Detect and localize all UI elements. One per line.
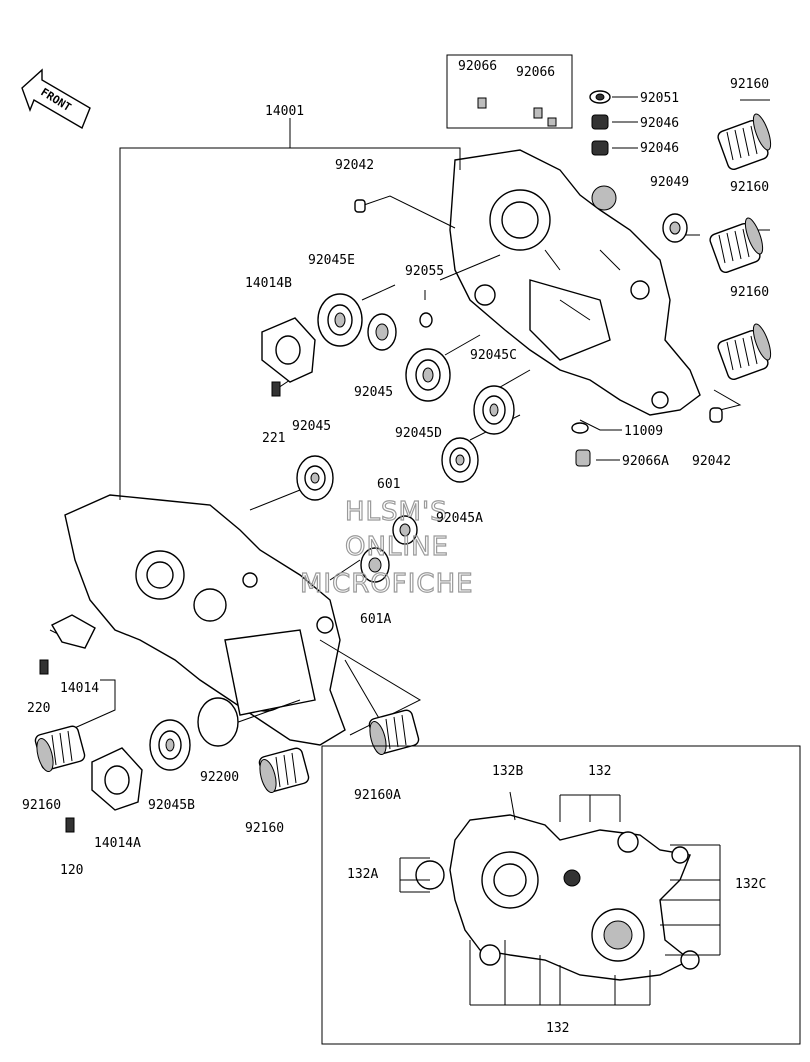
bolt-layout-inset — [321, 745, 801, 1045]
label-92066-a: 92066 — [458, 59, 497, 74]
label-92160-c: 92160 — [730, 285, 769, 300]
label-14014B: 14014B — [245, 276, 292, 291]
ball-bearings — [149, 293, 515, 771]
needle-bearing — [717, 323, 772, 380]
label-132A: 132A — [347, 867, 378, 882]
needle-bearings-left — [34, 709, 420, 794]
watermark-line-2: ONLINE — [345, 532, 449, 562]
label-220: 220 — [27, 701, 50, 716]
needle-bearings-right — [709, 113, 772, 380]
part-labels: 14001 92066 92066 92051 92046 92046 9216… — [22, 59, 769, 1036]
label-601A: 601A — [360, 612, 391, 627]
needle-bearing — [717, 113, 772, 170]
label-132-bottom: 132 — [546, 1021, 569, 1036]
watermark: HLSM'S ONLINE MICROFICHE — [299, 496, 474, 599]
label-92160-b: 92160 — [730, 180, 769, 195]
label-132C: 132C — [735, 877, 766, 892]
label-14014: 14014 — [60, 681, 99, 696]
label-92045-a: 92045 — [354, 385, 393, 400]
label-92160-a: 92160 — [730, 77, 769, 92]
label-92045B: 92045B — [148, 798, 195, 813]
lower-crankcase-half — [64, 494, 346, 746]
upper-crankcase-half — [449, 149, 701, 416]
label-92045-b: 92045 — [292, 419, 331, 434]
dowel-pins — [354, 97, 723, 423]
label-14001: 14001 — [265, 104, 304, 119]
label-92160-d: 92160 — [22, 798, 61, 813]
label-92046-b: 92046 — [640, 141, 679, 156]
label-92200: 92200 — [200, 770, 239, 785]
label-92066A: 92066A — [622, 454, 669, 469]
label-601: 601 — [377, 477, 400, 492]
bearing-plates — [39, 317, 316, 833]
label-14014A: 14014A — [94, 836, 141, 851]
label-92055: 92055 — [405, 264, 444, 279]
watermark-line-1: HLSM'S — [345, 497, 448, 527]
label-92046-a: 92046 — [640, 116, 679, 131]
label-92042-b: 92042 — [692, 454, 731, 469]
needle-bearing — [709, 217, 764, 273]
label-92160-e: 92160 — [245, 821, 284, 836]
o-ring — [197, 697, 239, 747]
label-221: 221 — [262, 431, 285, 446]
label-92045E: 92045E — [308, 253, 355, 268]
front-arrow-icon: FRONT — [21, 68, 91, 130]
label-92049: 92049 — [650, 175, 689, 190]
label-92045D: 92045D — [395, 426, 442, 441]
label-11009: 11009 — [624, 424, 663, 439]
right-seal-parts — [419, 90, 688, 467]
label-92045C: 92045C — [470, 348, 517, 363]
watermark-line-3: MICROFICHE — [300, 569, 474, 599]
label-92042-a: 92042 — [335, 158, 374, 173]
label-92160A: 92160A — [354, 788, 401, 803]
label-120: 120 — [60, 863, 83, 878]
label-92045A: 92045A — [436, 511, 483, 526]
label-92066-b: 92066 — [516, 65, 555, 80]
label-132B: 132B — [492, 764, 523, 779]
label-92051: 92051 — [640, 91, 679, 106]
label-132-top: 132 — [588, 764, 611, 779]
